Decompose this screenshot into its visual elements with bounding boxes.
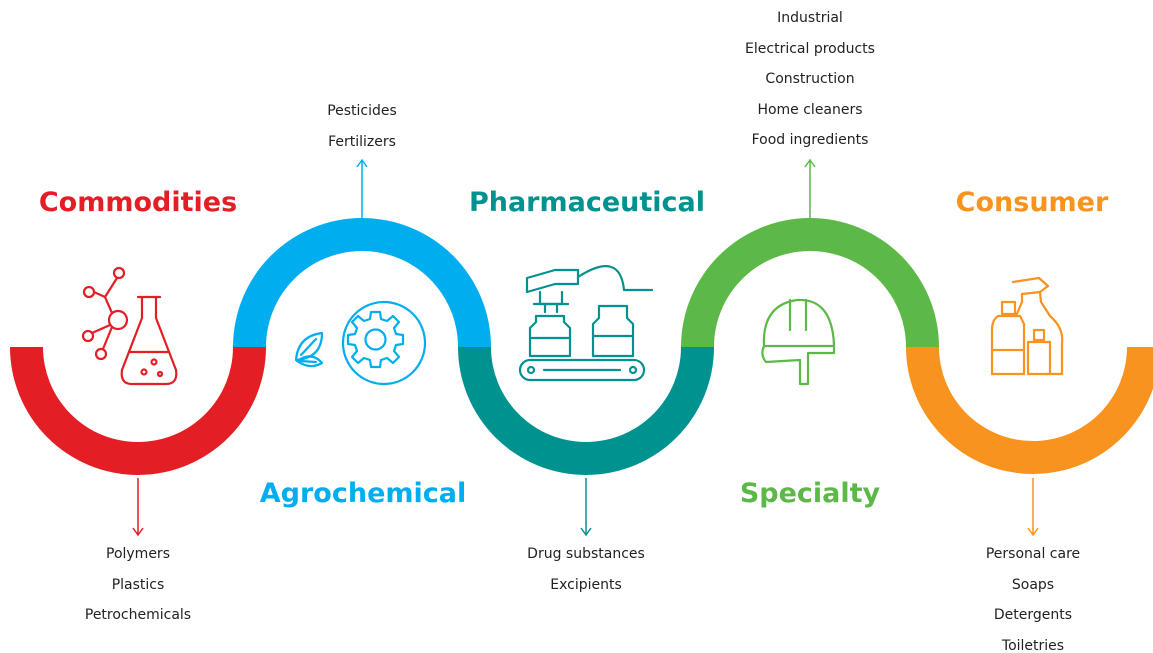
list-item: Soaps [1011,576,1055,593]
list-item: Plastics [111,576,165,593]
list-item: Petrochemicals [84,607,192,623]
consumer-arrow [1027,478,1039,537]
pharmaceutical-arrow [580,478,592,537]
agrochemical-list: Pesticides Fertilizers [252,96,472,157]
pharmaceutical-arc [458,347,714,475]
agrochemical-arc [233,218,491,347]
segment-title-agrochemical: Agrochemical [259,478,467,509]
list-item: Food ingredients [751,132,869,148]
agrochemical-arrow [356,158,368,218]
list-item: Industrial [777,10,843,26]
hard-hat-icon [761,298,836,386]
list-item: Toiletries [1001,637,1065,653]
list-item: Pesticides [327,103,397,119]
consumer-list: Personal care Soaps Detergents Toiletrie… [923,539,1143,653]
segment-title-pharmaceutical: Pharmaceutical [468,187,706,218]
segment-title-commodities: Commodities [38,187,238,218]
commodities-list: Polymers Plastics Petrochemicals [28,539,248,631]
list-item: Personal care [985,546,1081,562]
specialty-arc [681,218,939,347]
leaf-gear-icon [294,300,427,386]
specialty-list: Industrial Electrical products Construct… [700,3,920,156]
consumer-arc [906,347,1153,474]
commodities-arrow [132,478,144,537]
list-item: Polymers [106,546,170,562]
specialty-arrow [804,158,816,218]
commodities-arc [10,347,266,475]
list-item: Fertilizers [328,133,396,150]
bottling-line-icon [518,265,654,382]
list-item: Detergents [993,607,1073,623]
spray-bottles-icon [990,276,1064,376]
list-item: Drug substances [527,546,645,562]
list-item: Home cleaners [757,101,863,118]
list-item: Electrical products [745,40,875,57]
segment-title-consumer: Consumer [955,187,1109,218]
pharmaceutical-list: Drug substances Excipients [476,539,696,600]
segment-title-specialty: Specialty [739,478,881,509]
molecule-flask-icon [81,266,178,386]
list-item: Excipients [550,576,622,593]
list-item: Construction [765,71,855,87]
